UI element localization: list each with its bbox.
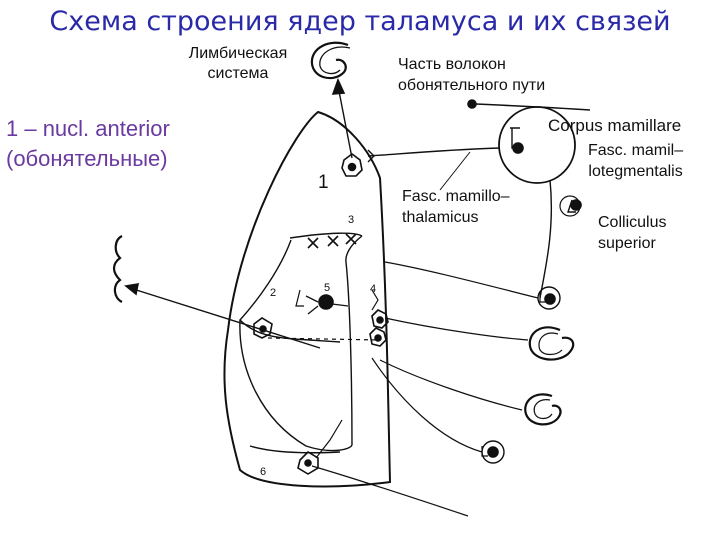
nucleus-line-1: 1 – nucl. anterior — [6, 116, 170, 141]
cross-3 — [345, 233, 357, 245]
colliculus-superior-label: Colliculus superior — [598, 212, 666, 254]
fiber-to-curl-1 — [384, 317, 529, 341]
left-curly-bracket-icon — [112, 235, 123, 303]
fasc-mamillothalamicus-label: Fasc. mamillo– thalamicus — [402, 186, 510, 228]
nucleus-number-1: 1 — [318, 172, 329, 193]
dashed-division — [267, 337, 381, 341]
nucleus-number-4: 4 — [370, 283, 377, 295]
limbic-line-2: система — [207, 65, 269, 82]
nucleus-number-5: 5 — [324, 282, 331, 294]
nucleus-5-neuron — [318, 294, 334, 310]
star-neuron-4a-icon — [371, 309, 389, 329]
fasc-mamillothalamicus-line — [367, 147, 501, 157]
star-neuron-4b-icon — [369, 327, 387, 347]
nucleus-anterior-label: 1 – nucl. anterior (обонятельные) — [6, 114, 170, 174]
fiber-lower-left — [311, 465, 469, 517]
star-neuron-2-icon — [253, 317, 273, 339]
olfactory-line-2: обонятельного пути — [398, 77, 546, 94]
star-neuron-1-icon — [341, 153, 363, 177]
limbic-system-label: Лимбическая система — [168, 44, 308, 84]
fiber-to-neuron-2 — [371, 357, 483, 453]
limbic-curl-inner — [319, 46, 351, 75]
fasc-mamillotegmentalis-line — [539, 179, 553, 299]
right-curl-2-icon — [524, 393, 562, 426]
fiber-to-right-neuron-1 — [384, 261, 539, 299]
limbic-projection-line — [337, 85, 353, 159]
projection-to-cortex-line — [129, 287, 321, 349]
colliculus-line-1: Colliculus — [598, 214, 667, 231]
cross-1 — [307, 237, 319, 249]
nucleus-number-6: 6 — [260, 466, 267, 478]
fasc-mamillotegmentalis-label: Fasc. mamil– lotegmentalis — [588, 140, 683, 182]
cross-2 — [327, 235, 339, 247]
limbic-curl-icon — [310, 41, 349, 80]
projection-arrowhead — [124, 283, 140, 296]
limbic-arrowhead — [331, 77, 346, 95]
corpus-mamillare-axon — [510, 127, 520, 149]
olfactory-fibers-label: Часть волокон обонятельного пути — [398, 54, 545, 96]
page-title: Схема строения ядер таламуса и их связей — [49, 6, 671, 37]
thalamus-outline — [223, 110, 392, 488]
nucleus-number-3: 3 — [348, 214, 355, 226]
nucleus-1-synapse — [367, 149, 375, 163]
lower-nucleus-boundary — [239, 319, 353, 454]
limbic-line-1: Лимбическая — [188, 45, 288, 62]
nucleus-line-2: (обонятельные) — [6, 146, 168, 171]
colliculus-line-2: superior — [598, 235, 656, 252]
nucleus-5-axon — [305, 295, 349, 315]
corpus-mamillare-label: Corpus mamillare — [548, 116, 682, 135]
olfactory-fiber-dot — [467, 99, 477, 109]
fasc-thal-line-1: Fasc. mamillo– — [402, 188, 510, 205]
right-curl-1-icon — [528, 326, 575, 361]
fasc-mamilo-line-1: Fasc. mamil– — [588, 142, 684, 159]
fiber-to-curl-2 — [379, 359, 523, 411]
fasc-thal-leader — [439, 151, 471, 191]
star-neuron-6-icon — [297, 450, 319, 475]
corpus-mamillare-circle — [498, 106, 576, 184]
nucleus-number-2: 2 — [270, 287, 277, 299]
fasc-mamilo-line-2: lotegmentalis — [588, 163, 683, 180]
olfactory-line-1: Часть волокон — [398, 56, 506, 73]
fasc-thal-line-2: thalamicus — [402, 209, 479, 226]
